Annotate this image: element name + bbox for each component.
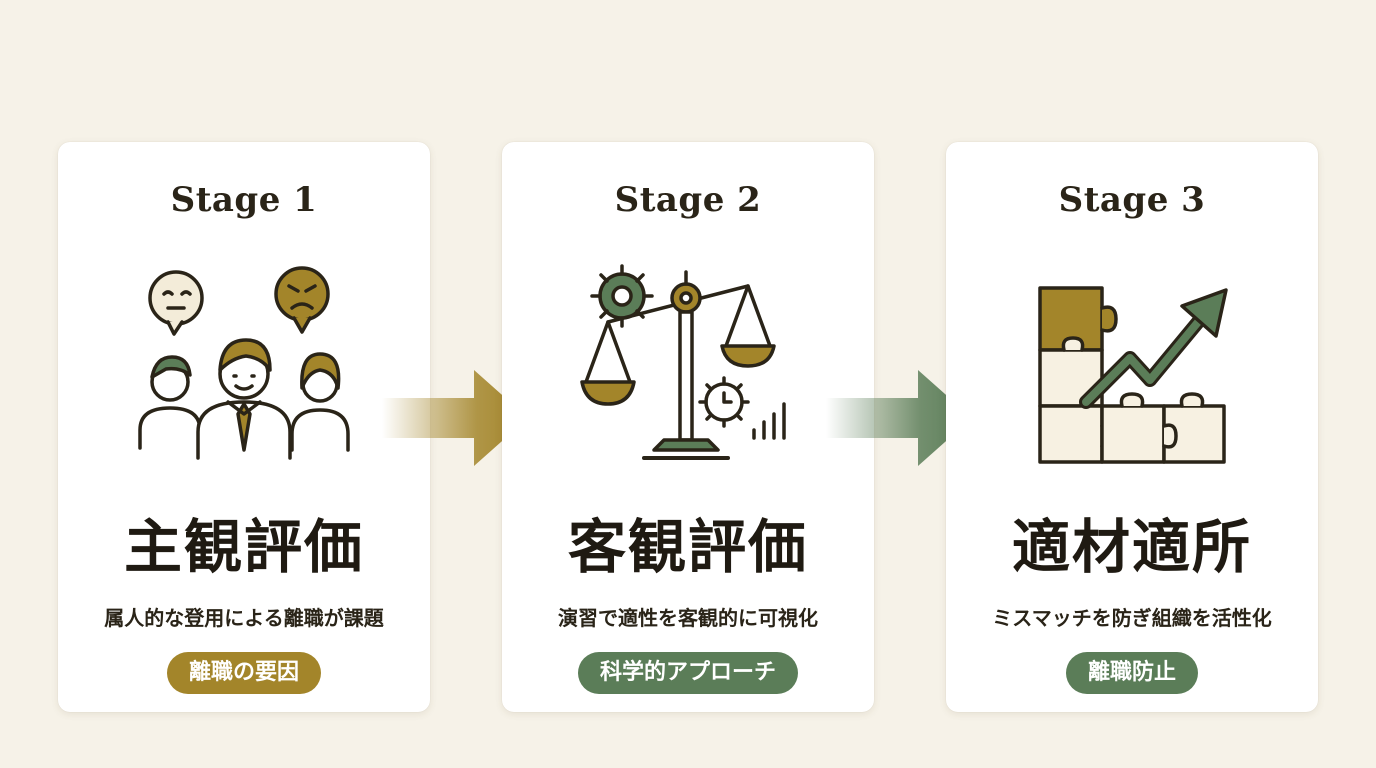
stage-caption: 属人的な登用による離職が課題 (104, 606, 384, 630)
stage-badge: 離職の要因 (166, 652, 322, 694)
stage-card-2: Stage 2 客観評価 演習で適性を客観的に可視化 科学的ア (502, 142, 874, 712)
stage-card-3: Stage 3 適材適所 ミスマッチを防ぎ組織を活性化 離職防止 (946, 142, 1318, 712)
people-with-speech-bubbles-icon (138, 266, 350, 460)
balance-scale-gear-clock-icon (580, 264, 786, 460)
puzzle-growth-arrow-icon (1038, 286, 1228, 464)
stage-card-1: Stage 1 主観評価 属人的な登用による離職が課題 離職の要因 (58, 142, 430, 712)
stage-label: Stage 1 (170, 180, 318, 220)
stage-headline: 適材適所 (1011, 513, 1252, 581)
stage-headline: 主観評価 (123, 513, 364, 581)
right-arrow-icon (382, 370, 528, 466)
stage-caption: 演習で適性を客観的に可視化 (558, 606, 818, 630)
stage-label: Stage 3 (1058, 180, 1206, 220)
stage-badge: 離職防止 (1065, 652, 1199, 694)
stage-headline: 客観評価 (567, 513, 808, 581)
stage-caption: ミスマッチを防ぎ組織を活性化 (992, 606, 1272, 630)
right-arrow-icon (826, 370, 972, 466)
stage-label: Stage 2 (614, 180, 762, 220)
stage-badge: 科学的アプローチ (577, 652, 799, 694)
